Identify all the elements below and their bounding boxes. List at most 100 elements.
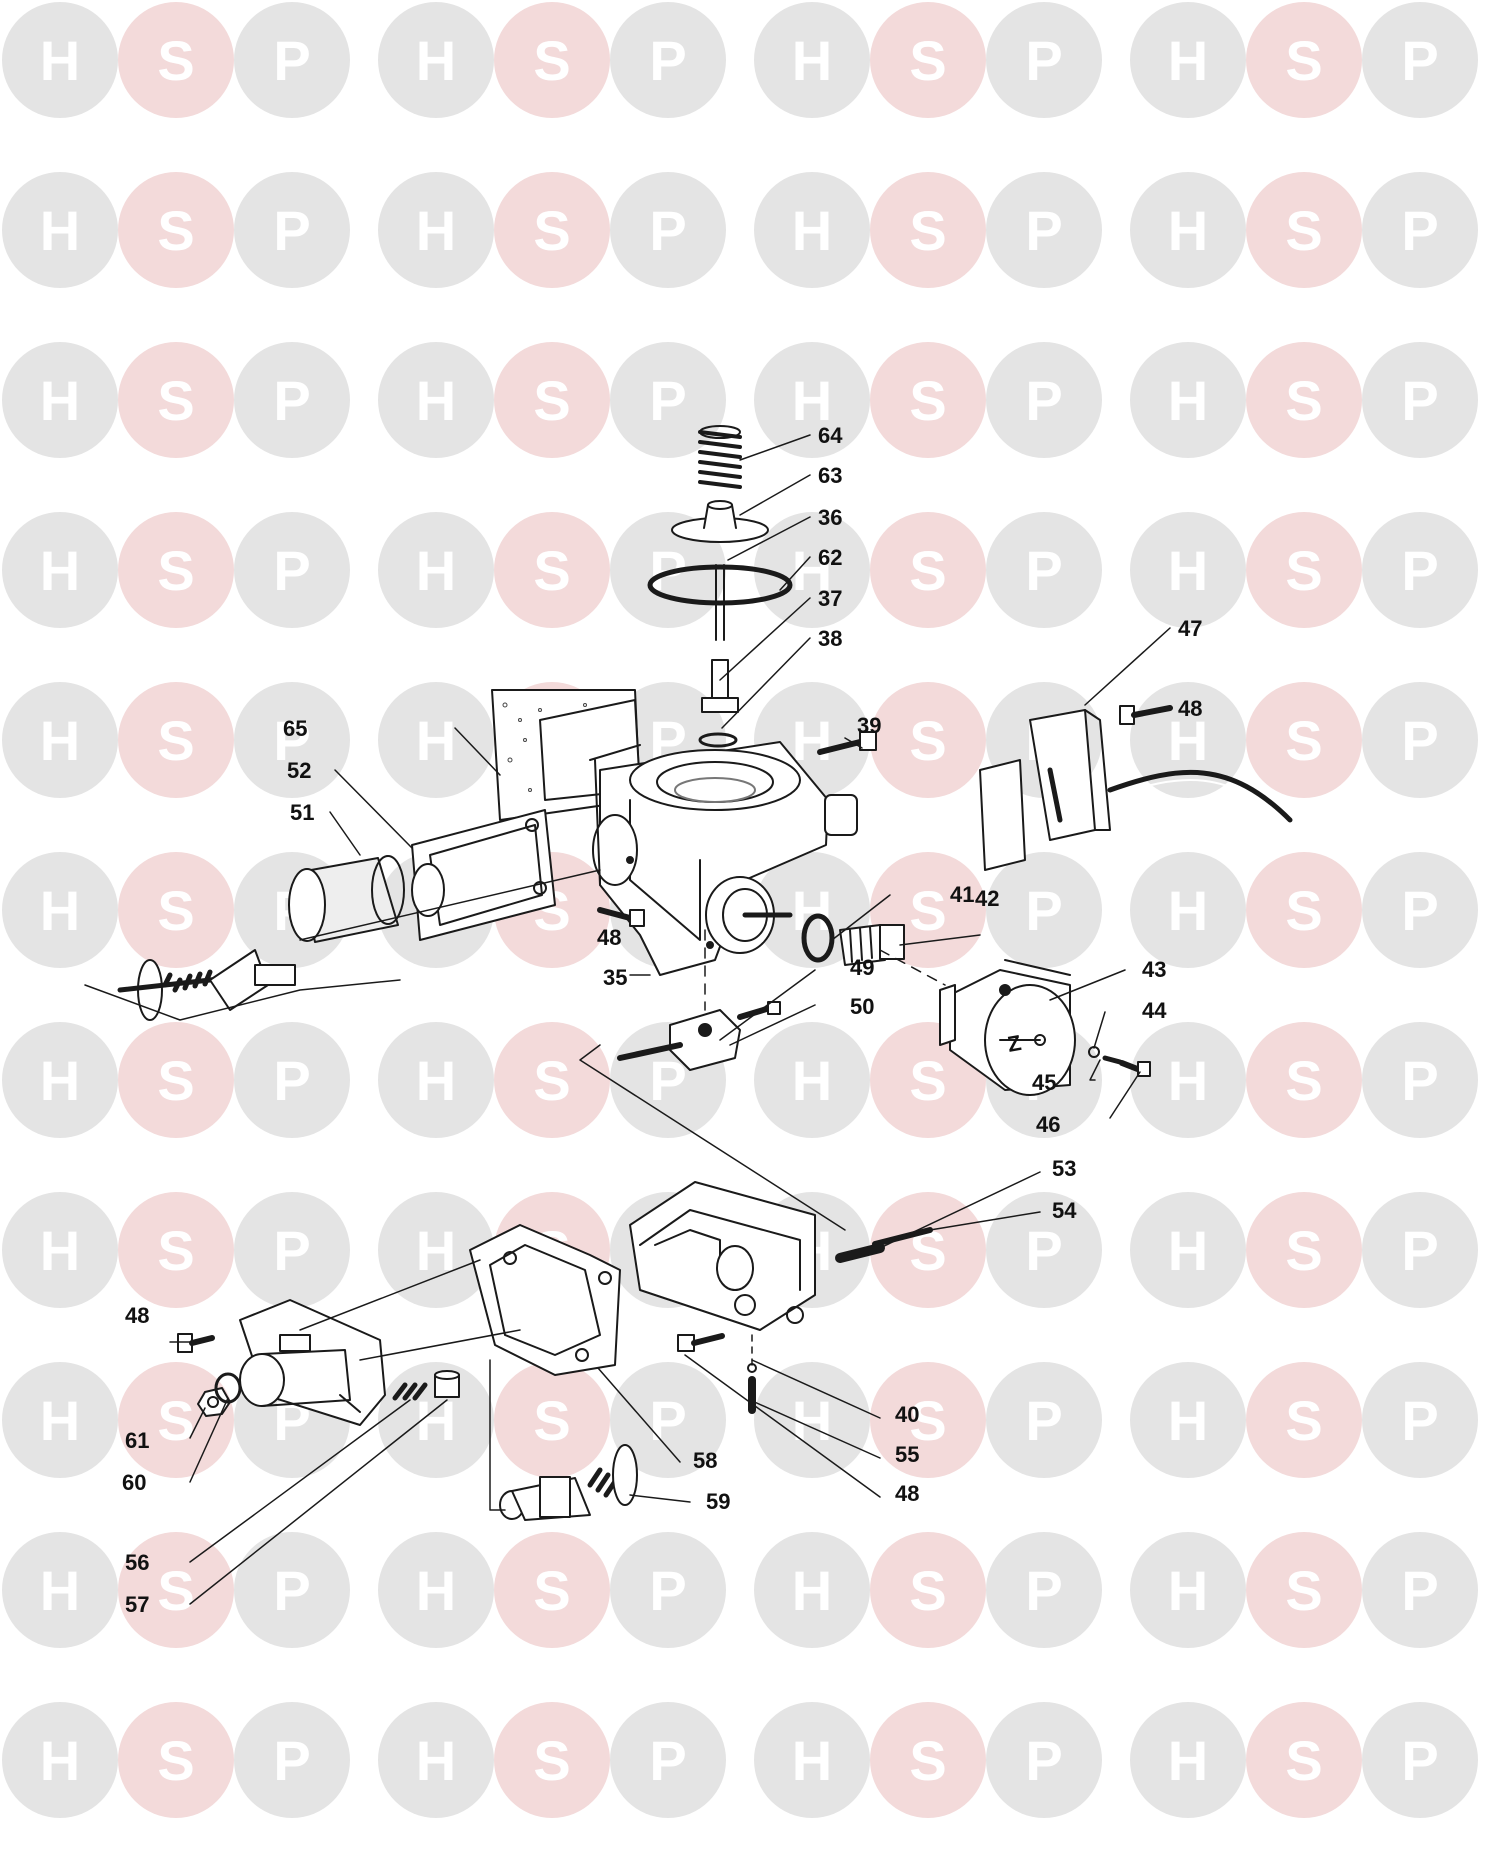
watermark-letter: S: [909, 1729, 946, 1792]
watermark-letter: P: [273, 1729, 310, 1792]
watermark-letter: P: [649, 199, 686, 262]
watermark-letter: H: [416, 199, 456, 262]
callout-35: 35: [603, 965, 627, 990]
watermark-circle: [870, 512, 986, 628]
watermark-letter: P: [1401, 199, 1438, 262]
watermark-letter: S: [909, 879, 946, 942]
watermark-letter: S: [533, 199, 570, 262]
watermark-letter: P: [649, 1559, 686, 1622]
watermark-letter: H: [792, 879, 832, 942]
watermark-circle: [2, 1532, 118, 1648]
watermark-circle: [754, 1362, 870, 1478]
watermark-circle: [234, 342, 350, 458]
part-38-washer: [698, 732, 738, 748]
callout-48-b: 48: [597, 925, 621, 950]
callout-47: 47: [1178, 616, 1202, 641]
watermark-circle: [1246, 682, 1362, 798]
watermark-circle: [986, 342, 1102, 458]
watermark-letter: P: [273, 709, 310, 772]
watermark-circle: [870, 1362, 986, 1478]
watermark-letter: S: [157, 1049, 194, 1112]
watermark-circle: [378, 1702, 494, 1818]
watermark-circle: [2, 342, 118, 458]
watermark-circle: [1362, 1192, 1478, 1308]
watermark-letter: H: [40, 709, 80, 772]
part-56-spring: [392, 1382, 428, 1401]
watermark-letter: S: [909, 709, 946, 772]
part-59-plunger: [489, 1359, 638, 1521]
watermark-letter: H: [416, 1559, 456, 1622]
watermark-circle: [870, 2, 986, 118]
watermark-letter: H: [40, 369, 80, 432]
callout-56: 56: [125, 1550, 149, 1575]
watermark-letter: S: [1285, 199, 1322, 262]
callout-48-c: 48: [125, 1303, 149, 1328]
watermark-circle: [234, 2, 350, 118]
callout-42: 42: [975, 886, 999, 911]
watermark-circle: [494, 172, 610, 288]
part-lower-housing: [579, 1044, 846, 1331]
watermark-circle: [1362, 172, 1478, 288]
watermark-circle: [1130, 1022, 1246, 1138]
watermark-circle: [754, 1702, 870, 1818]
watermark-letter: S: [157, 1559, 194, 1622]
watermark-letter: P: [1401, 1389, 1438, 1452]
watermark-letter: P: [649, 1729, 686, 1792]
watermark-circle: [1130, 342, 1246, 458]
part-41-oring: [801, 913, 835, 963]
part-spindle-assembly: [84, 869, 601, 1021]
callout-54: 54: [1052, 1198, 1077, 1223]
watermark-letter: S: [533, 29, 570, 92]
callout-43: 43: [1142, 957, 1166, 982]
watermark-letter: H: [40, 1219, 80, 1282]
part-48-screw-d: [677, 1333, 725, 1352]
callout-48-a: 48: [1178, 696, 1202, 721]
callout-55: 55: [895, 1442, 919, 1467]
part-43-mark: Z: [1006, 1030, 1024, 1057]
watermark-circle: [1130, 2, 1246, 118]
watermark-circle: [1246, 2, 1362, 118]
part-actuator-housing: [239, 1259, 521, 1426]
watermark-circle: [118, 512, 234, 628]
callout-labels: 64 63 36 62 37 38 47 48 39 65 52 51 41 4…: [122, 423, 1202, 1617]
watermark-letter: S: [909, 1389, 946, 1452]
watermark-letter: P: [1025, 539, 1062, 602]
watermark-circle: [118, 1192, 234, 1308]
watermark-circle: [610, 1362, 726, 1478]
watermark-letter: P: [273, 199, 310, 262]
watermark-letter: S: [1285, 1049, 1322, 1112]
callout-37: 37: [818, 586, 842, 611]
watermark-circle: [494, 1362, 610, 1478]
watermark-letter: H: [40, 539, 80, 602]
watermark-letter: H: [416, 539, 456, 602]
callout-59: 59: [706, 1489, 730, 1514]
watermark-letter: H: [792, 709, 832, 772]
watermark-circle: [986, 1702, 1102, 1818]
watermark-letter: H: [1168, 1219, 1208, 1282]
watermark-circle: [1362, 1532, 1478, 1648]
callout-49: 49: [850, 955, 874, 980]
watermark-circle: [234, 512, 350, 628]
watermark-circle: [754, 342, 870, 458]
watermark-circle: [870, 1532, 986, 1648]
watermark-circle: [118, 1702, 234, 1818]
watermark-letter: S: [533, 1729, 570, 1792]
watermark-letter: P: [1401, 1049, 1438, 1112]
watermark-letter: H: [416, 29, 456, 92]
callout-60: 60: [122, 1470, 146, 1495]
watermark-letter: S: [157, 1389, 194, 1452]
callout-63: 63: [818, 463, 842, 488]
watermark-letter: S: [157, 1729, 194, 1792]
watermark-letter: P: [273, 1049, 310, 1112]
watermark-letter: H: [1168, 879, 1208, 942]
watermark-circle: [118, 1532, 234, 1648]
watermark-circle: [1362, 1022, 1478, 1138]
watermark-circle: [1362, 852, 1478, 968]
watermark-letter: S: [157, 539, 194, 602]
watermark-circle: [1362, 1362, 1478, 1478]
watermark-circle: [234, 1702, 350, 1818]
watermark-letter: H: [416, 1049, 456, 1112]
part-57-plug: [434, 1370, 460, 1398]
watermark-circle: [986, 852, 1102, 968]
